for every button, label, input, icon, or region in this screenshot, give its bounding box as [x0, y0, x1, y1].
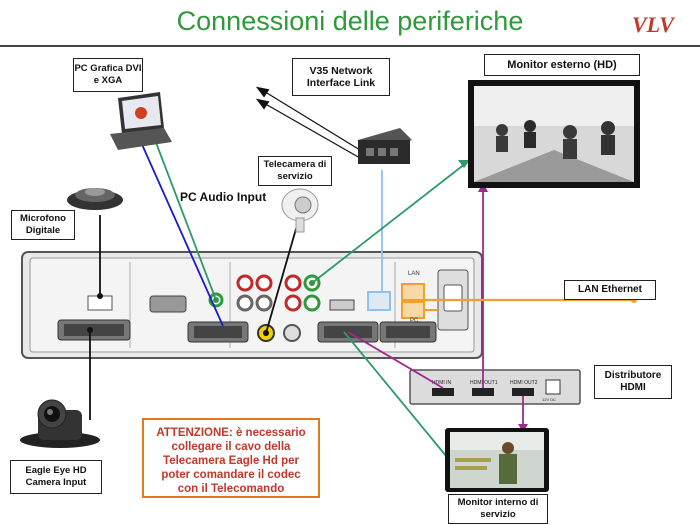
page-title: Connessioni delle periferiche [176, 6, 524, 36]
hdmi-distributor: HDMI IN HDMI OUT1 HDMI OUT2 12V DC [409, 369, 581, 405]
label-pc-grafica: PC Grafica DVI e XGA [73, 58, 143, 92]
attention-line-2: collegare il cavo della [171, 441, 291, 453]
logo-text: VLV [632, 12, 676, 37]
external-monitor-icon [468, 80, 640, 188]
label-v35: V35 Network Interface Link [292, 58, 390, 96]
vlv-logo: VLV [632, 12, 676, 37]
attention-line-4: poter comandare il codec [161, 469, 301, 481]
cables [87, 86, 637, 469]
service-camera-icon [281, 188, 319, 233]
label-monitor-esterno: Monitor esterno (HD) [484, 54, 640, 76]
port-lan-label: LAN [408, 271, 420, 277]
eagle-eye-camera-icon [20, 399, 100, 448]
label-microfono: Microfono Digitale [11, 210, 75, 240]
codec-unit: LAN PC [21, 251, 483, 359]
attention-line-1: ATTENZIONE: è necessario [156, 427, 306, 439]
label-eagle-eye: Eagle Eye HD Camera Input [10, 460, 102, 494]
label-monitor-interno: Monitor interno di servizio [448, 494, 548, 524]
internal-monitor-icon [445, 428, 549, 492]
title-divider [0, 45, 700, 47]
attention-line-3: Telecamera Eagle Hd per [163, 455, 299, 467]
label-telecamera-servizio: Telecamera di servizio [258, 156, 332, 186]
attention-note: ATTENZIONE: è necessario collegare il ca… [142, 418, 320, 498]
attention-line-5: con il Telecomando [177, 483, 285, 495]
hdmi-out2-label: HDMI OUT2 [510, 380, 538, 386]
hdmi-in-label: HDMI IN [432, 380, 452, 386]
v35-device-icon [358, 128, 412, 164]
microphone-icon [67, 188, 123, 210]
power-label: 12V DC [542, 397, 556, 402]
laptop-icon [110, 92, 172, 150]
port-pc-label: PC [410, 318, 419, 324]
label-pc-audio: PC Audio Input [180, 190, 267, 204]
label-distributore: Distributore HDMI [594, 365, 672, 399]
label-lan: LAN Ethernet [564, 280, 656, 300]
